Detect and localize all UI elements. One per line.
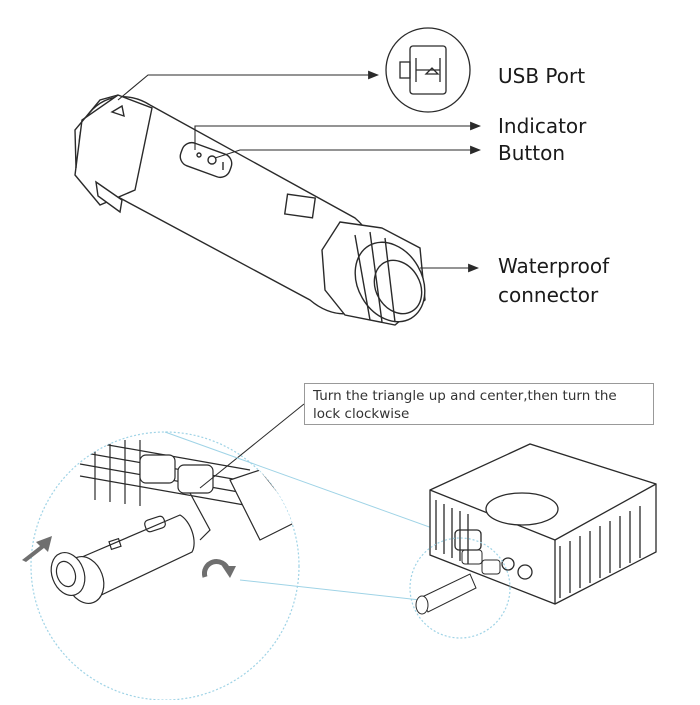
waterproof-label-1: Waterproof (498, 254, 610, 278)
instruction-leader-line (199, 403, 305, 489)
callout-lines (117, 70, 482, 273)
inverter-illustration (429, 443, 657, 605)
magnifier-guide-lines (164, 431, 461, 601)
dongle-illustration (74, 94, 426, 326)
usb-port-label: USB Port (498, 64, 586, 88)
rotate-clockwise-icon (202, 559, 236, 578)
insert-arrow-icon (22, 536, 52, 562)
waterproof-label-2: connector (498, 283, 599, 307)
port-detail-circle (409, 537, 511, 639)
instruction-box: Turn the triangle up and center,then tur… (304, 383, 654, 425)
button-label: Button (498, 141, 565, 165)
usb-port-detail-icon (385, 27, 471, 113)
install-detail-circle (30, 431, 300, 701)
indicator-label: Indicator (498, 114, 587, 138)
